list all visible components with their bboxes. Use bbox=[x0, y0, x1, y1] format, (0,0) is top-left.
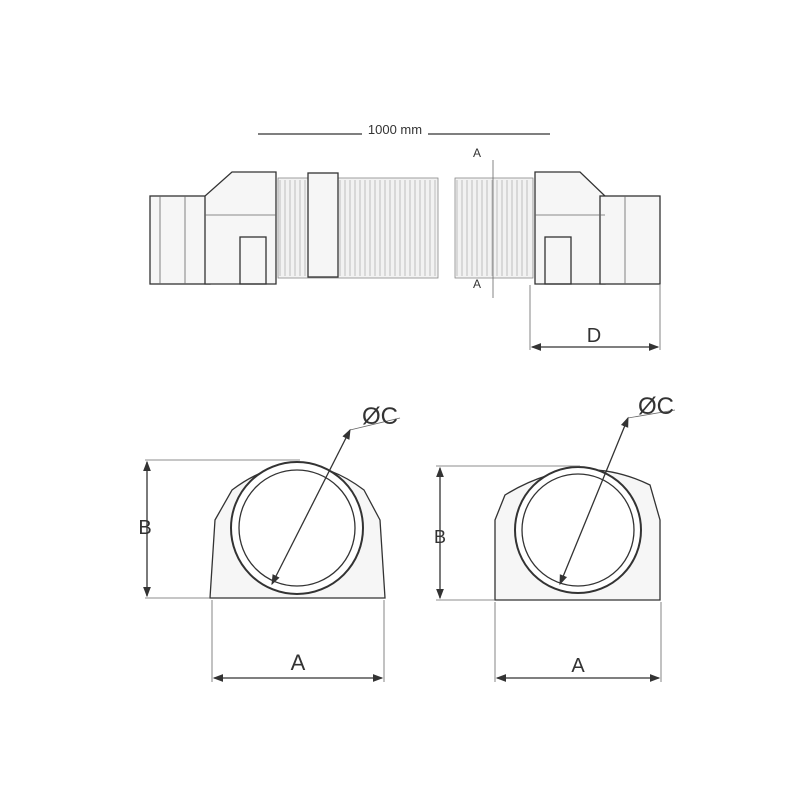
section-label-bottom: A bbox=[473, 277, 481, 291]
length-label: 1000 mm bbox=[368, 122, 422, 137]
diameter-label: ØC bbox=[362, 403, 398, 430]
width-label: A bbox=[571, 655, 585, 677]
side-view: 1000 mm A A bbox=[149, 122, 661, 351]
right-connector bbox=[534, 171, 661, 285]
left-connector bbox=[149, 171, 277, 285]
hose-clamp bbox=[307, 172, 339, 278]
height-label: B bbox=[434, 527, 446, 547]
front-view-right: ØC B A bbox=[434, 393, 676, 682]
diameter-line bbox=[271, 428, 351, 586]
width-label: A bbox=[291, 650, 306, 675]
height-label: B bbox=[138, 517, 151, 539]
diameter-label: ØC bbox=[638, 393, 674, 420]
section-label-top: A bbox=[473, 146, 481, 160]
corrugated-hose bbox=[277, 172, 534, 279]
front-view-left: ØC B A bbox=[138, 403, 401, 682]
diameter-line bbox=[559, 416, 629, 586]
dimension-d-label: D bbox=[587, 325, 601, 347]
